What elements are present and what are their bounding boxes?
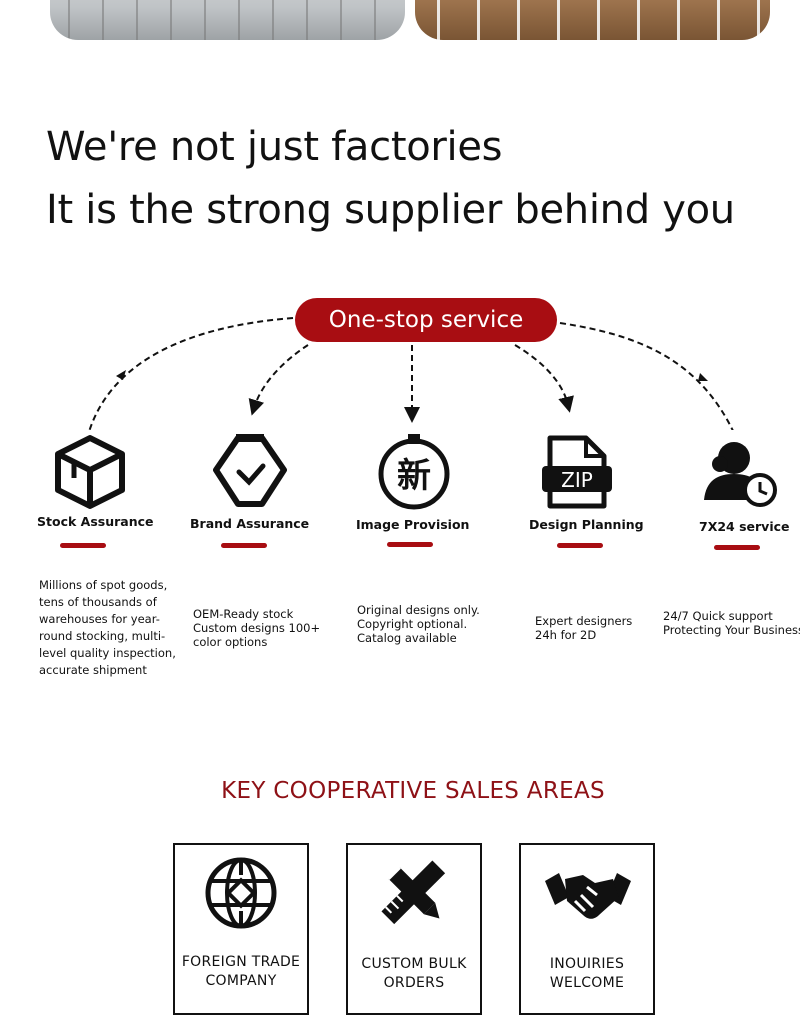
service-desc-image: Original designs only. Copyright optiona… xyxy=(357,603,480,645)
accent-bar xyxy=(60,543,106,548)
service-desc-design: Expert designers 24h for 2D xyxy=(535,614,633,642)
zip-file-icon: ZIP xyxy=(536,432,616,512)
headline-line-1: We're not just factories xyxy=(46,124,503,170)
support-clock-icon xyxy=(700,432,780,512)
service-title-7x24: 7X24 service xyxy=(699,519,790,534)
globe-icon xyxy=(201,853,281,933)
card-inquiries[interactable]: INOUIRIES WELCOME xyxy=(519,843,655,1015)
shield-check-icon xyxy=(210,432,290,512)
accent-bar xyxy=(221,543,267,548)
one-stop-service-badge: One-stop service xyxy=(295,298,557,342)
card-label: FOREIGN TRADE COMPANY xyxy=(181,954,301,989)
service-title-image: Image Provision xyxy=(356,517,470,532)
service-title-brand: Brand Assurance xyxy=(190,516,310,531)
box-icon xyxy=(50,432,130,512)
svg-text:新: 新 xyxy=(397,456,431,496)
handshake-icon xyxy=(543,853,633,933)
card-label: INOUIRIES WELCOME xyxy=(549,956,625,991)
card-label: CUSTOM BULK ORDERS xyxy=(361,956,467,991)
connector-arrows xyxy=(88,317,734,430)
accent-bar xyxy=(387,542,433,547)
svg-text:ZIP: ZIP xyxy=(561,468,593,492)
card-custom-bulk[interactable]: CUSTOM BULK ORDERS xyxy=(346,843,482,1015)
headline-line-2: It is the strong supplier behind you xyxy=(46,187,735,233)
service-desc-7x24: 24/7 Quick support Protecting Your Busin… xyxy=(663,609,800,637)
service-title-design: Design Planning xyxy=(529,517,644,532)
warehouse-photo-right xyxy=(415,0,770,40)
accent-bar xyxy=(557,543,603,548)
pencil-ruler-icon xyxy=(374,853,454,933)
service-desc-brand: OEM-Ready stock Custom designs 100+ colo… xyxy=(193,607,321,649)
accent-bar xyxy=(714,545,760,550)
new-badge-icon: 新 xyxy=(374,432,454,512)
service-title-stock: Stock Assurance xyxy=(37,514,154,529)
warehouse-photo-left xyxy=(50,0,405,40)
key-areas-title: KEY COOPERATIVE SALES AREAS xyxy=(221,778,605,804)
service-desc-stock: Millions of spot goods, tens of thousand… xyxy=(39,578,176,677)
card-foreign-trade[interactable]: FOREIGN TRADE COMPANY xyxy=(173,843,309,1015)
